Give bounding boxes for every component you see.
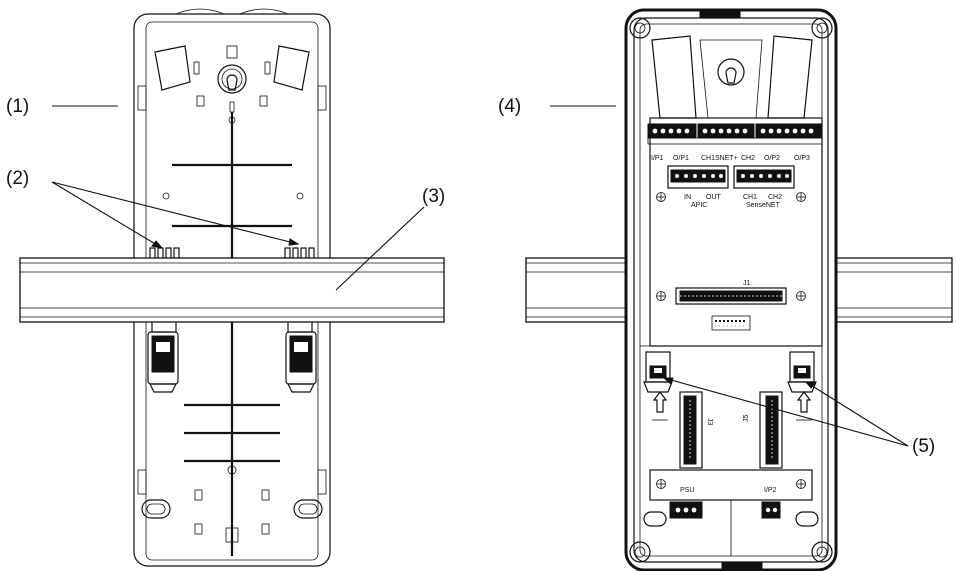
j5-connector: J5 bbox=[743, 391, 783, 469]
latch-right bbox=[787, 351, 817, 421]
leader-5a bbox=[663, 377, 909, 447]
latch-left bbox=[643, 351, 673, 421]
leader-2a bbox=[51, 181, 163, 249]
callout-1: (1) bbox=[6, 96, 29, 117]
label-op1: O/P1 bbox=[673, 155, 689, 162]
enclosure-view: I/P1 O/P1 CH1SNET+ CH2 O/P2 O/P3 IN bbox=[624, 8, 838, 571]
label-in: IN bbox=[684, 194, 691, 201]
top-right-tab bbox=[273, 45, 310, 91]
label-ch1-lower: CH1 bbox=[743, 194, 757, 201]
rail-clip-right bbox=[285, 319, 317, 393]
callout-3: (3) bbox=[422, 186, 445, 207]
label-psu: PSU bbox=[680, 487, 694, 494]
callout-2: (2) bbox=[6, 168, 29, 189]
label-sensenet: SenseNET bbox=[746, 202, 781, 209]
label-ip1: I/P1 bbox=[651, 155, 664, 162]
psu-terminal bbox=[669, 501, 703, 519]
rail-clip-left bbox=[147, 319, 179, 393]
back-box-view bbox=[133, 8, 331, 567]
label-op2: O/P2 bbox=[764, 155, 780, 162]
label-ch2-lower: CH2 bbox=[768, 194, 782, 201]
label-j5: J5 bbox=[743, 415, 750, 423]
leader-3 bbox=[335, 206, 425, 291]
lower-section: J3 J5 PSU I/P2 bbox=[640, 345, 822, 556]
callout-4: (4) bbox=[498, 96, 521, 117]
label-op3: O/P3 bbox=[794, 155, 810, 162]
sensenet-connector bbox=[733, 165, 795, 189]
arrowhead-2b bbox=[288, 238, 300, 246]
top-terminal-blocks bbox=[647, 123, 823, 139]
j3-connector: J3 bbox=[679, 391, 713, 469]
label-ch1snet: CH1SNET+ bbox=[701, 155, 738, 162]
ip2-terminal bbox=[761, 501, 781, 519]
top-left-tab bbox=[154, 45, 191, 91]
keyhole-mount bbox=[217, 45, 247, 124]
label-out: OUT bbox=[706, 194, 722, 201]
j1-header bbox=[675, 287, 787, 305]
dip-switch bbox=[711, 315, 751, 331]
apic-connector bbox=[667, 165, 729, 189]
arrowhead-2a bbox=[151, 240, 164, 249]
leader-5b bbox=[805, 381, 909, 447]
terminal-board: I/P1 O/P1 CH1SNET+ CH2 O/P2 O/P3 IN bbox=[647, 117, 823, 347]
leader-2b bbox=[51, 181, 299, 245]
label-ch2: CH2 bbox=[741, 155, 755, 162]
din-rail-left bbox=[19, 257, 445, 323]
label-ip2: I/P2 bbox=[764, 487, 777, 494]
arrowhead-5b bbox=[804, 381, 816, 389]
callout-5: (5) bbox=[912, 436, 935, 457]
label-apic: APIC bbox=[691, 202, 707, 209]
label-j1: J1 bbox=[743, 280, 751, 287]
label-j3: J3 bbox=[706, 418, 713, 426]
arrowhead-5a bbox=[662, 377, 674, 385]
callouts: (1) (2) (3) (4) (5) bbox=[6, 96, 935, 457]
